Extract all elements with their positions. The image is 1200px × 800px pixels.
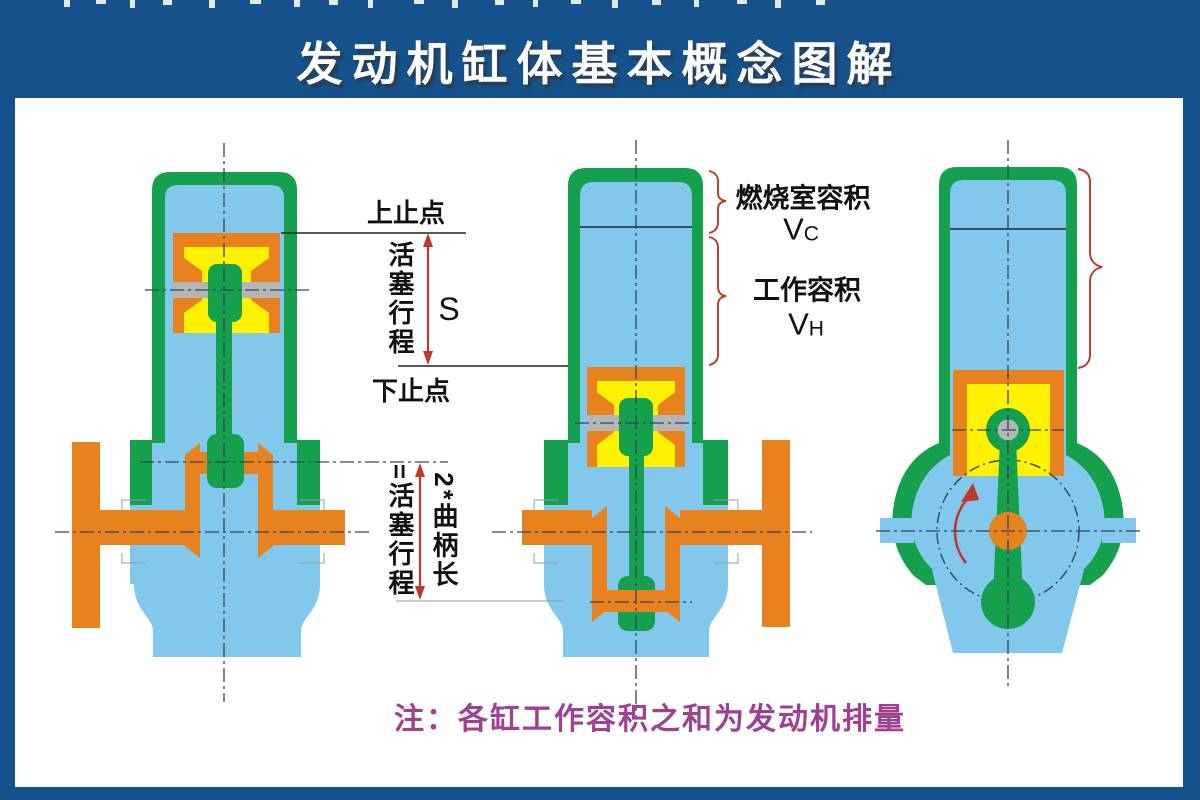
brace-total-volume-icon: [1077, 168, 1103, 369]
crank-web-right: [665, 506, 680, 622]
pin-boss: [208, 264, 242, 322]
diagram-piston-at-tdc: [72, 172, 345, 657]
label-combustion-chamber-volume: 燃烧室容积: [735, 183, 871, 214]
label-vc-symbol: V: [783, 211, 804, 247]
machining-marks: [533, 499, 739, 564]
crank-length-arrow-icon: [415, 463, 425, 600]
annotation-lines: [281, 232, 568, 602]
centerlines: [55, 140, 1140, 717]
stroke-arrow-icon: [423, 233, 433, 365]
connecting-rod: [216, 322, 232, 444]
machining-marks: [121, 499, 325, 564]
brace-vh-icon: [708, 236, 727, 366]
crankshaft-left: [522, 510, 592, 545]
crankshaft-left: [100, 510, 186, 545]
rod-big-end: [207, 434, 244, 488]
label-vh-symbol: V: [788, 306, 809, 342]
rotation-arrow-icon: [953, 483, 979, 564]
label-working-volume: 工作容积: [753, 275, 861, 306]
volume-braces: [708, 168, 1103, 369]
label-vh-subscript: H: [808, 317, 824, 341]
label-twice-crank-length: 2*曲柄长: [429, 472, 459, 590]
label-vc-subscript: C: [803, 222, 819, 246]
footnote: 注：各缸工作容积之和为发动机排量: [394, 703, 906, 736]
brace-vc-icon: [708, 170, 727, 234]
block-step-left: [544, 440, 568, 505]
label-vc: VC: [783, 214, 819, 245]
cropped-edge-marks: [64, 0, 825, 8]
flywheel: [72, 442, 100, 628]
crankshaft-right: [680, 510, 762, 545]
label-piston-stroke: 活塞行程: [385, 241, 415, 357]
label-bottom-dead-center: 下止点: [371, 376, 451, 406]
block-step-right: [297, 440, 320, 505]
label-top-dead-center: 上止点: [366, 198, 446, 228]
flywheel: [762, 440, 790, 627]
label-vh: VH: [788, 309, 824, 340]
block-step-right: [703, 440, 728, 505]
crank-web-left: [185, 443, 200, 558]
label-stroke-symbol: S: [438, 291, 460, 327]
crank-web-left: [592, 506, 607, 622]
poster-title: 发动机缸体基本概念图解: [296, 38, 902, 90]
crank-web-right: [258, 443, 273, 558]
label-equals-piston-stroke: =活塞行程: [385, 463, 415, 599]
block-step-left: [130, 440, 152, 505]
crankshaft-right: [272, 510, 345, 545]
